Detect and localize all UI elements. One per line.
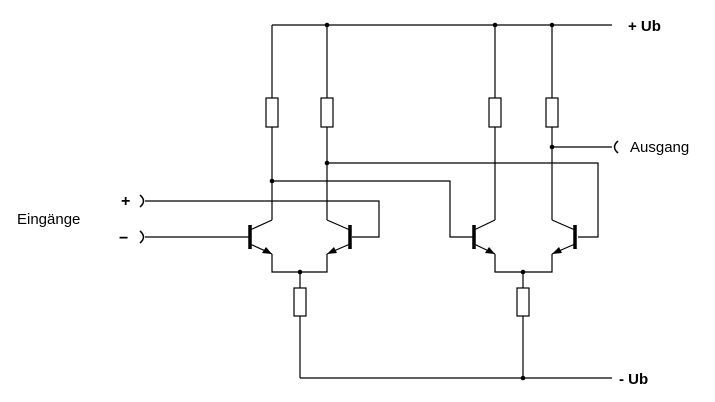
- resistor-r6: [516, 287, 530, 317]
- q4-emitter-arrow: [552, 247, 562, 254]
- resistor-r4: [545, 97, 559, 128]
- junction-dot: [297, 269, 303, 275]
- junction-dot: [520, 269, 526, 275]
- junction-dots: [269, 22, 555, 381]
- junction-dot: [492, 22, 498, 28]
- transistors: [248, 219, 577, 255]
- q1-collector: [249, 219, 273, 231]
- junction-dot: [269, 178, 275, 184]
- wire-pair1-emitters: [271, 254, 328, 273]
- wires: [145, 24, 612, 379]
- junction-dot: [324, 22, 330, 28]
- q1-emitter-arrow: [262, 247, 272, 254]
- resistor-r5: [293, 287, 307, 317]
- input-minus-label: −: [119, 230, 128, 247]
- q4-collector: [551, 219, 576, 231]
- resistor-r2: [320, 97, 334, 128]
- junction-dot: [549, 22, 555, 28]
- q3-collector: [473, 219, 496, 231]
- q2-collector: [326, 219, 351, 231]
- resistors: [265, 97, 559, 317]
- wire-q1-to-q3-base: [272, 180, 474, 238]
- wire-input-plus: [145, 200, 380, 238]
- negative-supply-label: - Ub: [619, 371, 648, 388]
- wire-pair2-emitters: [494, 254, 553, 273]
- resistor-r1: [265, 97, 279, 128]
- output-label: Ausgang: [630, 139, 689, 156]
- output-terminal: [613, 140, 619, 154]
- terminals: [139, 140, 619, 244]
- emitter-arrows: [262, 247, 562, 254]
- q2-emitter-arrow: [327, 247, 337, 254]
- junction-dot: [549, 144, 555, 150]
- wire-q2-to-q4-base: [327, 162, 599, 238]
- resistor-r3: [488, 97, 502, 128]
- input-minus-terminal: [139, 230, 145, 244]
- q3-emitter-arrow: [485, 247, 495, 254]
- inputs-label: Eingänge: [17, 211, 80, 228]
- positive-supply-label: + Ub: [628, 18, 661, 35]
- input-plus-label: +: [121, 193, 130, 210]
- input-plus-terminal: [139, 194, 145, 208]
- junction-dot: [324, 160, 330, 166]
- junction-dot: [520, 375, 526, 381]
